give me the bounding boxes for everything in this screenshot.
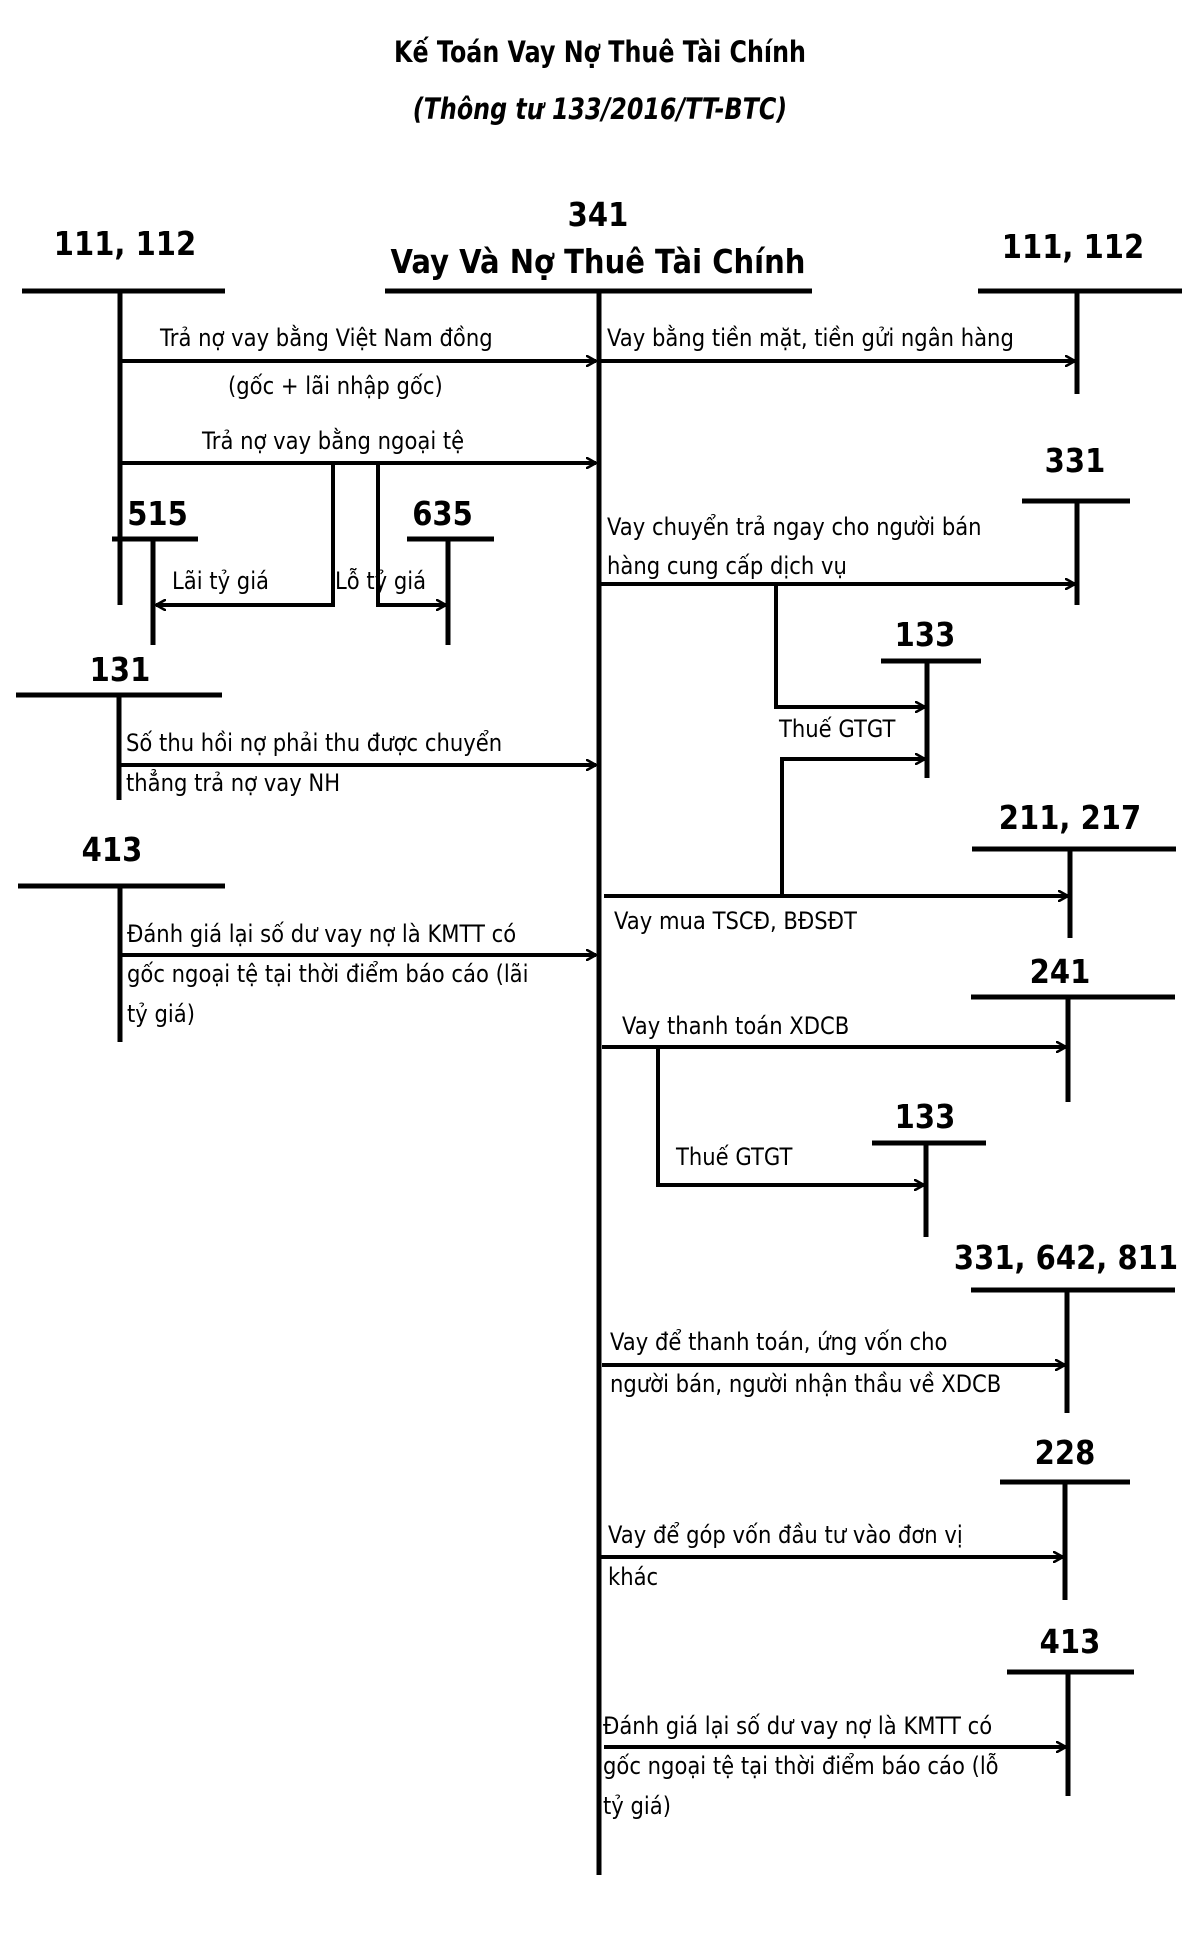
account-label-241: 241: [1029, 952, 1091, 991]
entry-pay-seller-line2: hàng cung cấp dịch vụ: [607, 552, 847, 580]
entry-pay-construction: Vay thanh toán XDCB: [622, 1012, 850, 1040]
entry-reval-gain-line3: tỷ giá): [127, 1000, 195, 1028]
entry-borrow-cash: Vay bằng tiền mặt, tiền gửi ngân hàng: [607, 324, 1014, 352]
entry-repay-vnd: Trả nợ vay bằng Việt Nam đồng: [160, 324, 493, 352]
account-label-211-217: 211, 217: [998, 798, 1142, 837]
account-label-331-642-811: 331, 642, 811: [953, 1238, 1179, 1277]
entry-invest-line1: Vay để góp vốn đầu tư vào đơn vị: [608, 1521, 963, 1549]
entry-vat-b: Thuế GTGT: [676, 1143, 793, 1171]
entry-receivable-line2: thẳng trả nợ vay NH: [126, 769, 341, 797]
entry-reval-loss-line2: gốc ngoại tệ tại thời điểm báo cáo (lỗ: [603, 1752, 999, 1780]
central-account-code: 341: [567, 195, 629, 234]
account-label-228: 228: [1034, 1433, 1096, 1472]
account-label-413-left: 413: [81, 830, 143, 869]
arrow-vat-b: [656, 1047, 924, 1185]
arrow-vat-a-1: [774, 584, 925, 707]
account-label-133-a: 133: [894, 615, 956, 654]
entry-receivable-line1: Số thu hồi nợ phải thu được chuyển: [126, 729, 503, 757]
page-subtitle: (Thông tư 133/2016/TT-BTC): [412, 92, 788, 126]
entry-reval-gain-line2: gốc ngoại tệ tại thời điểm báo cáo (lãi: [127, 960, 529, 988]
central-account-name: Vay Và Nợ Thuê Tài Chính: [390, 242, 806, 281]
entry-buy-assets: Vay mua TSCĐ, BĐSĐT: [614, 907, 857, 935]
entry-reval-loss-line3: tỷ giá): [603, 1792, 671, 1820]
account-label-131: 131: [89, 650, 151, 689]
entry-reval-gain-line1: Đánh giá lại số dư vay nợ là KMTT có: [127, 920, 517, 948]
arrow-fx-gain: [156, 463, 335, 605]
entry-reval-loss-line1: Đánh giá lại số dư vay nợ là KMTT có: [603, 1712, 993, 1740]
account-label-left-111-112: 111, 112: [53, 224, 197, 263]
entry-advance-line2: người bán, người nhận thầu về XDCB: [610, 1370, 1002, 1398]
entry-fx-gain: Lãi tỷ giá: [172, 567, 270, 595]
entry-pay-seller-line1: Vay chuyển trả ngay cho người bán: [607, 513, 982, 541]
account-label-133-b: 133: [894, 1097, 956, 1136]
arrow-vat-a-2: [780, 759, 925, 896]
entry-repay-vnd-note: (gốc + lãi nhập gốc): [228, 372, 443, 400]
entry-repay-fx: Trả nợ vay bằng ngoại tệ: [202, 427, 465, 455]
entry-fx-loss: Lỗ tỷ giá: [335, 567, 427, 595]
account-label-right-111-112: 111, 112: [1001, 227, 1145, 266]
entry-vat-a: Thuế GTGT: [779, 715, 896, 743]
page-title: Kế Toán Vay Nợ Thuê Tài Chính: [394, 35, 806, 69]
account-label-515: 515: [127, 494, 188, 533]
entry-advance-line1: Vay để thanh toán, ứng vốn cho: [610, 1328, 948, 1356]
arrow-fx-loss: [376, 463, 446, 605]
entry-invest-line2: khác: [608, 1563, 659, 1591]
account-label-635: 635: [412, 494, 473, 533]
account-label-413-right: 413: [1039, 1622, 1101, 1661]
account-label-331: 331: [1044, 441, 1106, 480]
